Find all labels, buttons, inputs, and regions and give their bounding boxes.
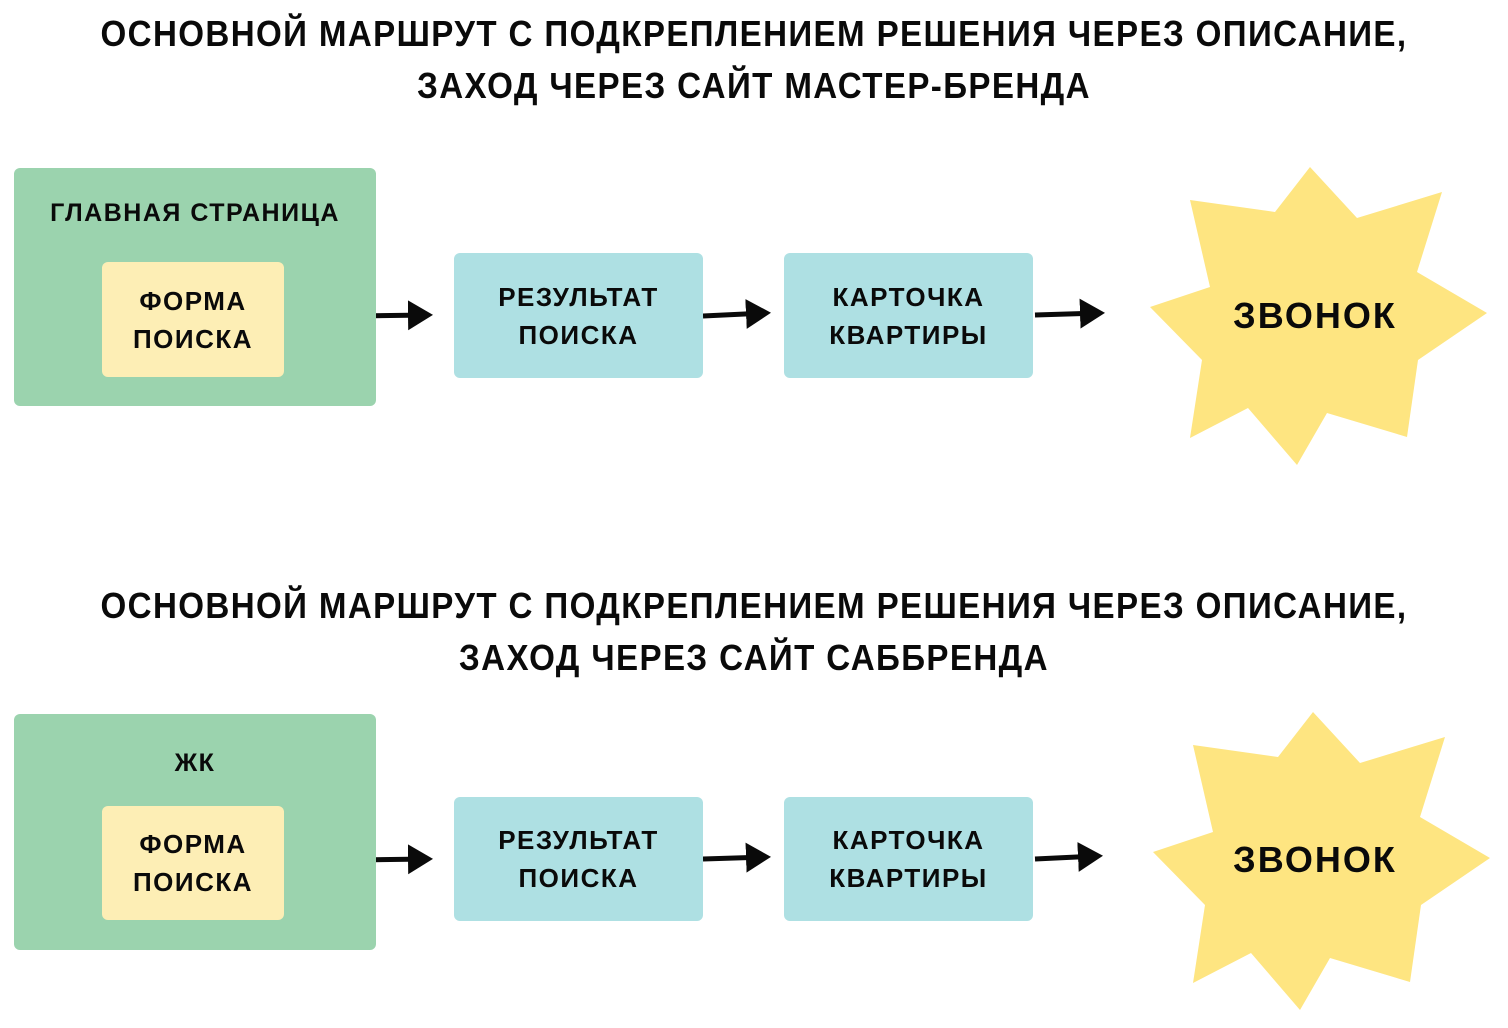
label: КАРТОЧКА — [832, 281, 985, 312]
goal-call-label: ЗВОНОК — [1233, 295, 1397, 336]
route-2-title: ОСНОВНОЙ МАРШРУТ С ПОДКРЕПЛЕНИЕМ РЕШЕНИЯ… — [60, 580, 1447, 684]
goal-call-label: ЗВОНОК — [1233, 839, 1397, 880]
arrow-card-to-call — [1034, 841, 1103, 872]
search-results-box: РЕЗУЛЬТАТ ПОИСКА — [454, 253, 703, 378]
label: КАРТОЧКА — [832, 825, 985, 855]
label: ПОИСКА — [518, 319, 639, 350]
arrow-results-to-card — [702, 842, 771, 873]
label: ПОИСКА — [132, 867, 254, 897]
entry-label: ЖК — [174, 749, 216, 777]
route-1-title: ОСНОВНОЙ МАРШРУТ С ПОДКРЕПЛЕНИЕМ РЕШЕНИЯ… — [60, 8, 1447, 112]
label: ФОРМА — [139, 829, 247, 859]
search-form-box: ФОРМА ПОИСКА — [102, 806, 284, 920]
arrow-results-to-card — [702, 298, 771, 329]
title-line: ОСНОВНОЙ МАРШРУТ С ПОДКРЕПЛЕНИЕМ РЕШЕНИЯ… — [100, 585, 1408, 626]
label: РЕЗУЛЬТАТ — [498, 825, 659, 855]
title-line: ЗАХОД ЧЕРЕЗ САЙТ САББРЕНДА — [459, 637, 1049, 678]
search-results-box: РЕЗУЛЬТАТ ПОИСКА — [454, 797, 703, 921]
entry-label: ГЛАВНАЯ СТРАНИЦА — [50, 199, 340, 227]
apartment-card-box: КАРТОЧКА КВАРТИРЫ — [784, 253, 1033, 378]
apartment-card-box: КАРТОЧКА КВАРТИРЫ — [784, 797, 1033, 921]
arrow-card-to-call — [1034, 298, 1105, 329]
label: ПОИСКА — [132, 323, 254, 354]
label: ФОРМА — [139, 285, 247, 316]
title-line: ОСНОВНОЙ МАРШРУТ С ПОДКРЕПЛЕНИЕМ РЕШЕНИЯ… — [100, 13, 1408, 54]
label: РЕЗУЛЬТАТ — [498, 281, 659, 312]
label: ПОИСКА — [518, 863, 639, 893]
label: КВАРТИРЫ — [829, 319, 988, 350]
search-form-box: ФОРМА ПОИСКА — [102, 262, 284, 377]
label: КВАРТИРЫ — [829, 863, 988, 893]
title-line: ЗАХОД ЧЕРЕЗ САЙТ МАСТЕР-БРЕНДА — [417, 65, 1091, 106]
